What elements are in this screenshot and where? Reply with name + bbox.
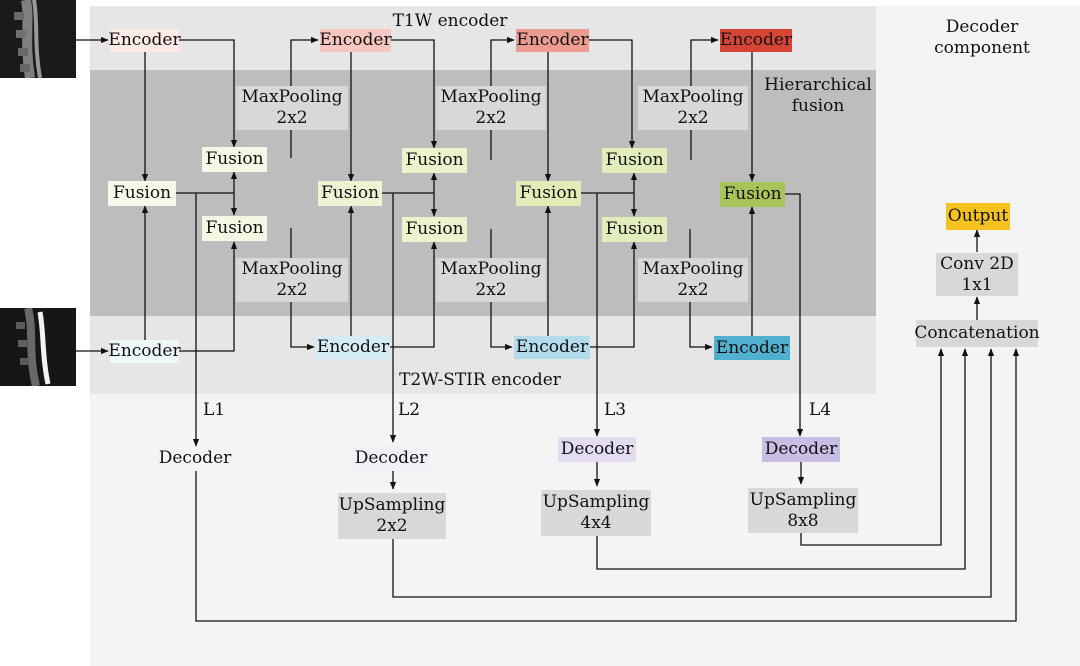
t1w-encoder-label: T1W encoder bbox=[392, 11, 508, 31]
maxpooling-bottom-3: MaxPooling 2x2 bbox=[638, 258, 748, 302]
decoder-l3: Decoder bbox=[558, 437, 636, 462]
fusion-t2-path-2: Fusion bbox=[402, 217, 467, 242]
fusion-level-4: Fusion bbox=[720, 182, 785, 207]
fusion-t1-path-1: Fusion bbox=[202, 147, 267, 172]
decoder-l2: Decoder bbox=[352, 446, 430, 471]
level-label-l2: L2 bbox=[398, 400, 421, 420]
t1w-encoder-block-4: Encoder bbox=[719, 29, 793, 52]
level-label-l1: L1 bbox=[203, 400, 226, 420]
maxpooling-bottom-1: MaxPooling 2x2 bbox=[236, 258, 348, 302]
maxpooling-top-1: MaxPooling 2x2 bbox=[236, 86, 348, 130]
fusion-t2-path-1: Fusion bbox=[202, 216, 267, 241]
level-label-l3: L3 bbox=[604, 400, 627, 420]
t1w-encoder-block-3: Encoder bbox=[516, 29, 589, 52]
fusion-t1-path-3: Fusion bbox=[602, 148, 667, 173]
fusion-level-2: Fusion bbox=[318, 181, 382, 206]
decoder-l4: Decoder bbox=[762, 437, 840, 462]
fusion-t2-path-3: Fusion bbox=[602, 217, 667, 242]
conv2d-block: Conv 2D 1x1 bbox=[936, 253, 1018, 296]
fusion-t1-path-2: Fusion bbox=[402, 148, 467, 173]
upsampling-l2: UpSampling 2x2 bbox=[338, 493, 446, 539]
output-block: Output bbox=[946, 203, 1010, 230]
t1w-mri-image bbox=[0, 0, 76, 78]
concatenation-block: Concatenation bbox=[914, 320, 1040, 347]
hierarchical-fusion-label: Hierarchical fusion bbox=[764, 75, 872, 116]
t2w-encoder-block-2: Encoder bbox=[316, 336, 390, 359]
t2w-encoder-block-1: Encoder bbox=[108, 340, 181, 363]
t2w-stir-mri-image bbox=[0, 308, 76, 386]
t2w-encoder-block-3: Encoder bbox=[514, 336, 590, 359]
t1w-encoder-block-2: Encoder bbox=[319, 29, 392, 52]
maxpooling-bottom-2: MaxPooling 2x2 bbox=[436, 258, 546, 302]
t2w-encoder-block-4: Encoder bbox=[714, 336, 790, 360]
maxpooling-top-2: MaxPooling 2x2 bbox=[436, 86, 546, 130]
decoder-l1: Decoder bbox=[158, 448, 232, 468]
t1w-encoder-block-1: Encoder bbox=[108, 29, 181, 52]
t2w-stir-encoder-label: T2W-STIR encoder bbox=[399, 370, 561, 390]
upsampling-l3: UpSampling 4x4 bbox=[541, 490, 651, 536]
upsampling-l4: UpSampling 8x8 bbox=[748, 488, 858, 533]
level-label-l4: L4 bbox=[809, 400, 832, 420]
fusion-level-3: Fusion bbox=[516, 181, 581, 206]
maxpooling-top-3: MaxPooling 2x2 bbox=[638, 86, 748, 130]
fusion-level-1: Fusion bbox=[108, 181, 176, 206]
decoder-component-label: Decoder component bbox=[934, 17, 1030, 58]
